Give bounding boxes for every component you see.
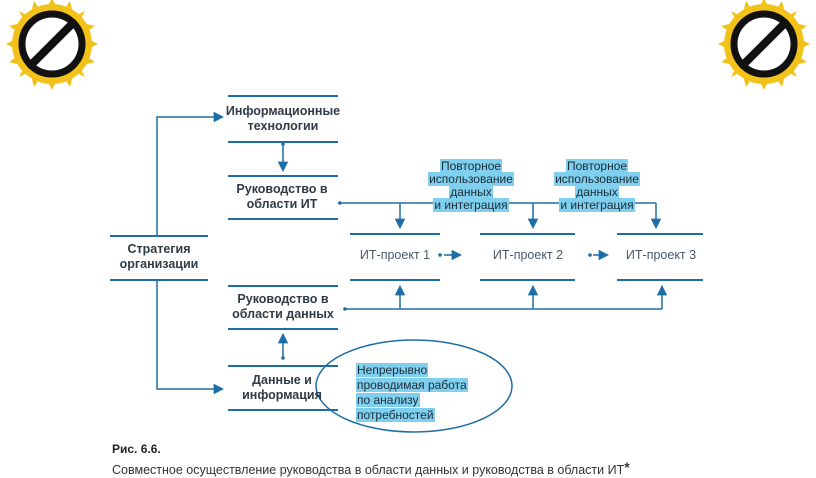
reuse-note-1: Повторное использование данных и интегра… <box>415 159 527 212</box>
project-1: ИТ-проект 1 <box>359 248 431 262</box>
reuse-note-2-line: и интеграция <box>559 198 635 212</box>
oval-note-line: по анализу <box>356 393 420 407</box>
node-it-governance: Руководство в области ИТ <box>236 182 328 211</box>
reuse-note-2-line: использование <box>554 172 640 186</box>
reuse-note-2: Повторное использование данных и интегра… <box>541 159 653 212</box>
reuse-note-1-line: и интеграция <box>433 198 509 212</box>
node-it: Информационные технологии <box>225 104 341 133</box>
oval-note: Непрерывно проводимая работа по анализу … <box>356 363 486 423</box>
footnote-mark: * <box>624 459 630 475</box>
node-data: Данные и информация <box>242 373 322 402</box>
figure-number: Рис. 6.6. <box>112 442 161 456</box>
project-3: ИТ-проект 3 <box>625 248 697 262</box>
figure-caption: Совместное осуществление руководства в о… <box>112 459 630 477</box>
analysis-oval <box>315 339 513 433</box>
project-2: ИТ-проект 2 <box>492 248 564 262</box>
no-entry-badge-icon <box>6 0 98 90</box>
node-strategy: Стратегия организации <box>119 242 199 271</box>
reuse-note-1-line: Повторное <box>439 159 503 173</box>
figure-caption-text: Совместное осуществление руководства в о… <box>112 463 625 477</box>
reuse-note-1-line: данных <box>449 185 493 199</box>
reuse-note-2-line: данных <box>575 185 619 199</box>
oval-note-line: потребностей <box>356 408 435 422</box>
oval-note-line: Непрерывно <box>356 363 429 377</box>
oval-note-line: проводимая работа <box>356 378 468 392</box>
no-entry-badge-icon <box>718 0 810 90</box>
reuse-note-1-line: использование <box>428 172 514 186</box>
reuse-note-2-line: Повторное <box>565 159 629 173</box>
node-data-governance: Руководство в области данных <box>232 292 334 321</box>
